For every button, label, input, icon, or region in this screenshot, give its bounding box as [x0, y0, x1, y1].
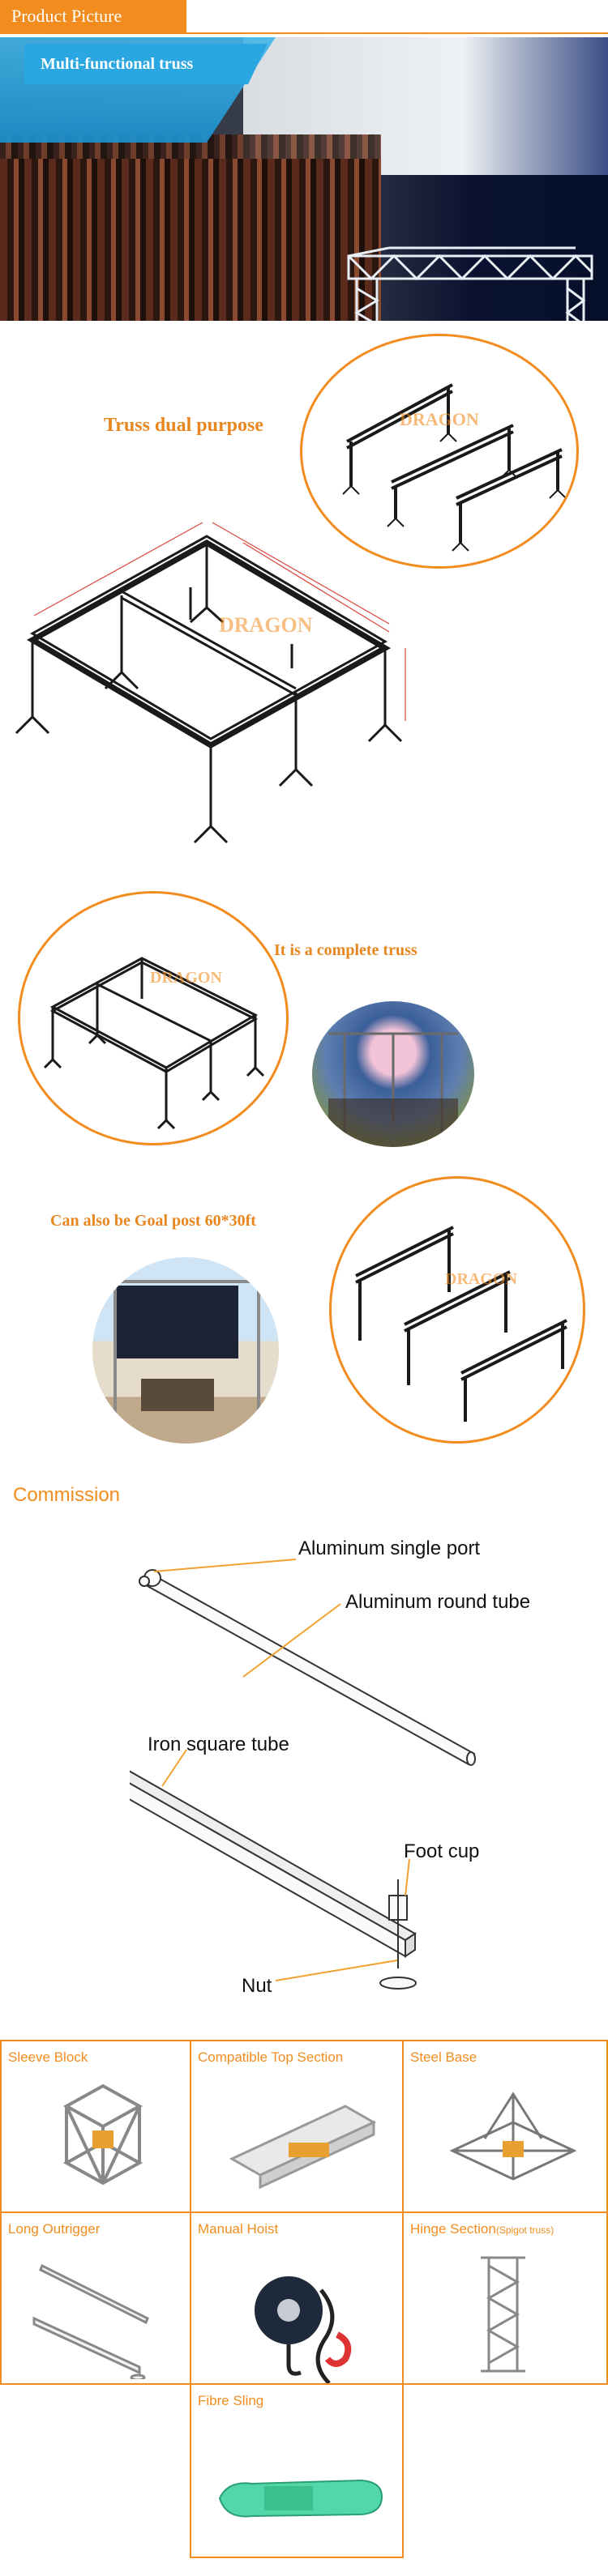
accessory-label: Sleeve Block — [8, 2049, 88, 2065]
accessory-label: Fibre Sling — [198, 2393, 264, 2408]
product-banner: Multi-functional truss — [0, 37, 608, 321]
accessory-sleeve-block: Sleeve Block — [0, 2040, 191, 2213]
commission-heading: Commission — [13, 1484, 121, 1506]
commission-diagram — [130, 1559, 476, 1990]
outrigger-image — [32, 2263, 149, 2379]
section-title-tab: Product Picture — [0, 0, 186, 32]
roof-truss-diagram: DRAGON — [15, 522, 406, 844]
sleeve-block-image — [62, 2083, 143, 2186]
led-screen-photo — [92, 1257, 279, 1444]
top-section-image — [229, 2105, 377, 2190]
watermark: DRAGON — [150, 969, 222, 987]
watermark: DRAGON — [400, 409, 479, 429]
accessory-fibre-sling: Fibre Sling — [190, 2383, 404, 2558]
concert-stage-photo — [312, 1001, 474, 1147]
goal-post-title: Can also be Goal post 60*30ft — [50, 1212, 256, 1230]
accessory-label: Hinge Section(Spigot truss) — [410, 2221, 554, 2237]
hinge-section-image — [481, 2256, 525, 2373]
dual-purpose-title: Truss dual purpose — [104, 415, 263, 436]
goal-post-circle-2: DRAGON — [329, 1176, 585, 1444]
banner-ribbon: Multi-functional truss — [24, 44, 268, 84]
hoist-image — [255, 2276, 352, 2383]
watermark: DRAGON — [445, 1270, 517, 1288]
accessory-label: Manual Hoist — [198, 2221, 279, 2237]
accessory-label: Long Outrigger — [8, 2221, 101, 2237]
header-divider — [0, 32, 608, 34]
goal-post-truss-diagram: DRAGON — [342, 383, 567, 552]
accessory-top-section: Compatible Top Section — [190, 2040, 404, 2213]
accessory-label: Steel Base — [410, 2049, 477, 2065]
crowd-photo — [0, 159, 381, 321]
hinge-section-note: (Spigot truss) — [495, 2224, 554, 2236]
complete-truss-diagram: DRAGON — [43, 957, 265, 1130]
accessory-steel-base: Steel Base — [402, 2040, 608, 2213]
round-tube-label: Aluminum round tube — [345, 1591, 531, 1613]
foot-cup-label: Foot cup — [404, 1840, 480, 1862]
accessory-manual-hoist: Manual Hoist — [190, 2211, 404, 2385]
accessory-hinge-section: Hinge Section(Spigot truss) — [402, 2211, 608, 2385]
nut-label: Nut — [242, 1975, 272, 1997]
stage-truss-photo — [328, 1032, 458, 1147]
complete-truss-circle: DRAGON — [18, 891, 289, 1145]
sling-image — [218, 2479, 383, 2518]
watermark: DRAGON — [219, 613, 313, 637]
steel-base-image — [449, 2092, 577, 2181]
square-tube-label: Iron square tube — [148, 1734, 289, 1755]
banner-truss-image — [347, 246, 593, 321]
goal-post-circle: DRAGON — [300, 334, 579, 569]
complete-truss-title: It is a complete truss — [274, 941, 417, 959]
goal-post-truss-diagram-2: DRAGON — [355, 1226, 567, 1422]
hinge-section-label: Hinge Section — [410, 2221, 496, 2237]
led-screen-scene — [113, 1280, 263, 1419]
accessory-label: Compatible Top Section — [198, 2049, 344, 2065]
single-port-label: Aluminum single port — [298, 1537, 481, 1559]
accessory-long-outrigger: Long Outrigger — [0, 2211, 191, 2385]
